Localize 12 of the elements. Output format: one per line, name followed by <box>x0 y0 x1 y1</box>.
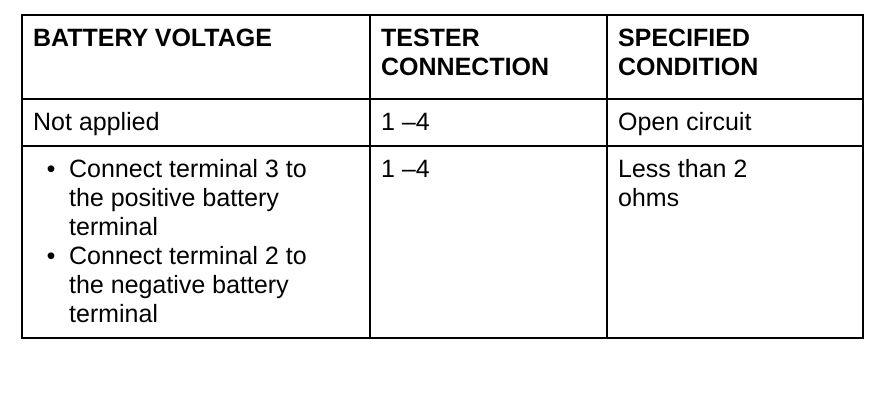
bullet-item: Connect terminal 2 to the negative battery terminal <box>69 242 308 329</box>
bullet-item: Connect terminal 3 to the positive battery terminal <box>69 155 308 242</box>
bullet-marker: • <box>46 155 56 185</box>
table-cell: Open circuit <box>607 99 863 146</box>
table-cell: 1 –4 <box>370 146 607 338</box>
column-header: SPECIFIED CONDITION <box>607 15 863 99</box>
column-header: BATTERY VOLTAGE <box>22 15 370 99</box>
table-cell: Less than 2 ohms <box>607 146 863 338</box>
table-cell: 1 –4 <box>370 99 607 146</box>
table-cell: Not applied <box>22 99 370 146</box>
column-header: TESTER CONNECTION <box>370 15 607 99</box>
bullet-marker: • <box>46 242 56 272</box>
